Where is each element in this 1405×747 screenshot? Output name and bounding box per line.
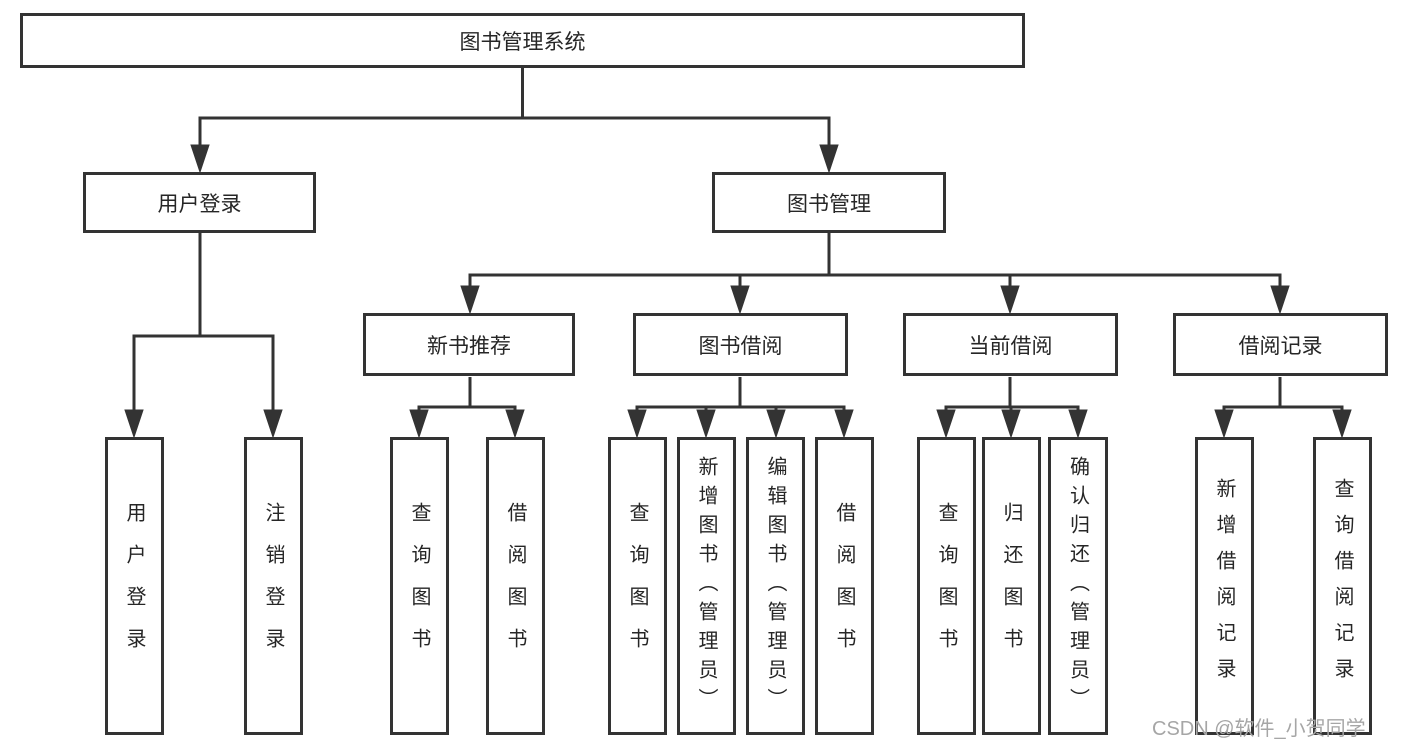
node-book-management: 图书管理	[712, 172, 946, 233]
node-logout: 注销登录	[244, 437, 303, 735]
node-add-borrow-record: 新增借阅记录	[1195, 437, 1254, 735]
node-edit-books-admin: 编辑图书（管理员）	[746, 437, 805, 735]
node-borrow-books-recommend: 借阅图书	[486, 437, 545, 735]
node-query-books-current: 查询图书	[917, 437, 976, 735]
node-user-login: 用户登录	[83, 172, 316, 233]
node-query-books-borrowing: 查询图书	[608, 437, 667, 735]
node-library-management-system: 图书管理系统	[20, 13, 1025, 68]
node-borrow-books: 借阅图书	[815, 437, 874, 735]
node-query-books-recommend: 查询图书	[390, 437, 449, 735]
node-query-borrow-record: 查询借阅记录	[1313, 437, 1372, 735]
node-confirm-return-admin: 确认归还（管理员）	[1048, 437, 1108, 735]
node-new-book-recommend: 新书推荐	[363, 313, 575, 376]
node-add-books-admin: 新增图书（管理员）	[677, 437, 736, 735]
node-current-borrowing: 当前借阅	[903, 313, 1118, 376]
node-book-borrowing: 图书借阅	[633, 313, 848, 376]
node-return-books: 归还图书	[982, 437, 1041, 735]
node-user-login-action: 用户登录	[105, 437, 164, 735]
csdn-watermark: CSDN @软件_小贺同学	[1152, 718, 1366, 740]
node-borrowing-records: 借阅记录	[1173, 313, 1388, 376]
